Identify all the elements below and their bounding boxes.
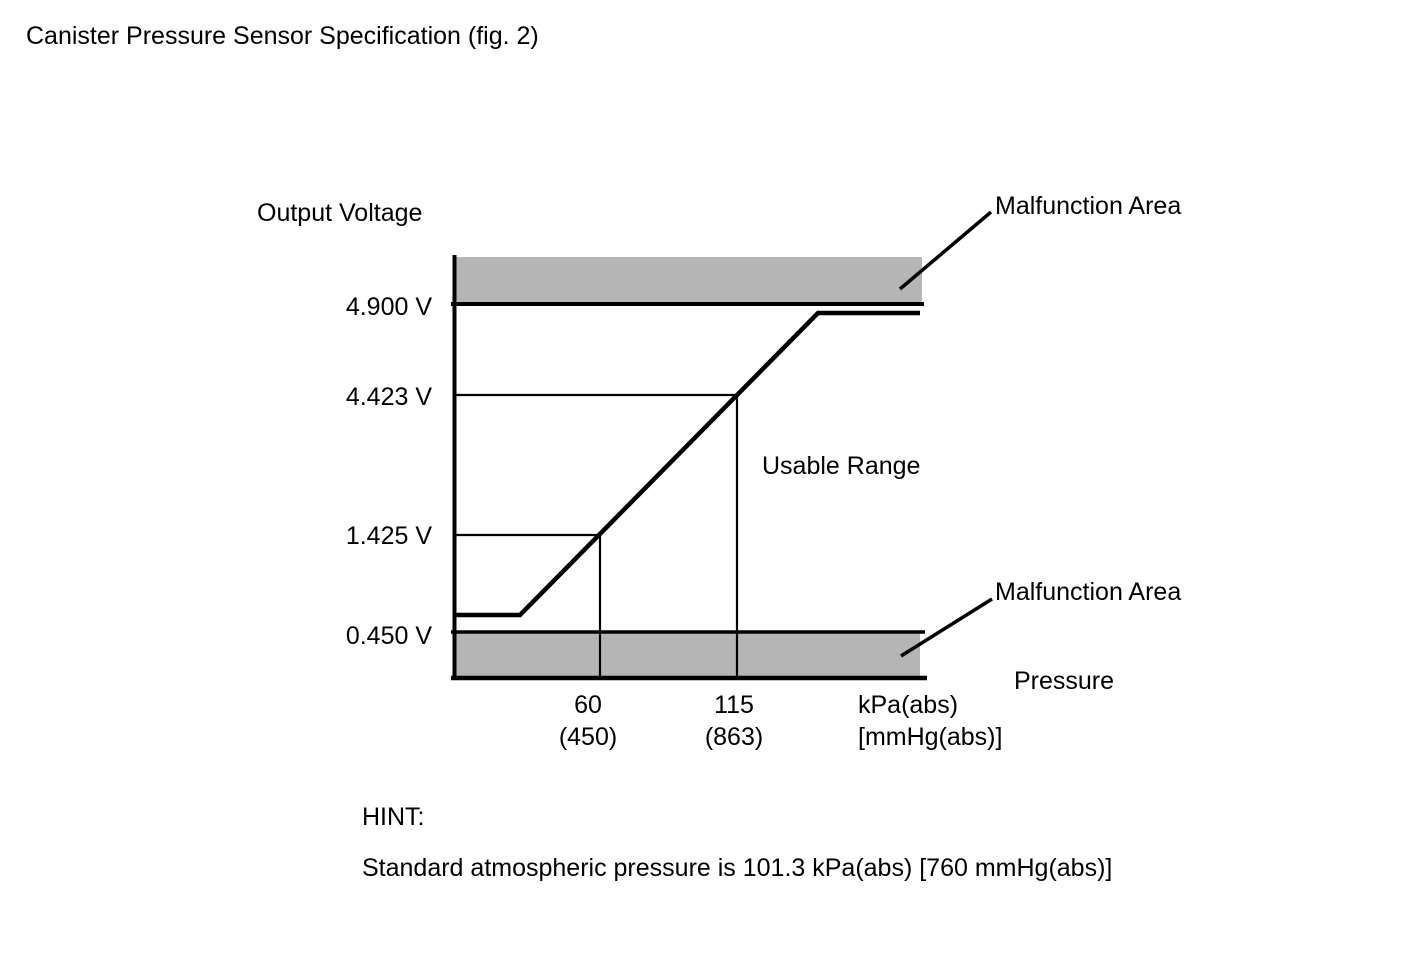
y-axis-title: Output Voltage: [257, 199, 423, 227]
y-tick-450mv: 0.450 V: [345, 622, 432, 650]
hint-text: Standard atmospheric pressure is 101.3 k…: [362, 854, 1113, 882]
y-tick-4423mv: 4.423 V: [345, 383, 432, 411]
malfunction-band-top: [455, 257, 922, 304]
page-title: Canister Pressure Sensor Specification (…: [26, 22, 539, 50]
malfunction-area-label-top: Malfunction Area: [995, 192, 1182, 220]
y-tick-4900mv: 4.900 V: [345, 293, 432, 321]
x-axis-title: Pressure: [1014, 667, 1115, 695]
malfunction-area-label-bottom: Malfunction Area: [995, 578, 1182, 606]
sensor-output-curve: [453, 310, 920, 618]
malfunction-band-bottom: [455, 633, 920, 678]
leader-line-malfunction-bottom: [900, 597, 993, 658]
x-tick-60kpa: 60 (450): [538, 689, 638, 753]
leader-line-malfunction-top: [898, 210, 993, 291]
x-axis-unit-mmhg: [mmHg(abs)]: [858, 723, 1003, 751]
usable-range-label: Usable Range: [762, 452, 921, 480]
x-tick-115kpa-mmhg: (863): [704, 723, 764, 751]
y-tick-1425mv: 1.425 V: [345, 522, 432, 550]
x-tick-115kpa-kpa: 115: [714, 691, 754, 719]
x-tick-60kpa-mmhg: (450): [558, 723, 618, 751]
hint-heading: HINT:: [362, 803, 425, 831]
x-tick-115kpa: 115 (863): [684, 689, 784, 753]
x-axis-units: kPa(abs) [mmHg(abs)]: [858, 689, 1002, 753]
x-axis-unit-kpa: kPa(abs): [858, 691, 959, 719]
x-tick-60kpa-kpa: 60: [574, 691, 602, 719]
